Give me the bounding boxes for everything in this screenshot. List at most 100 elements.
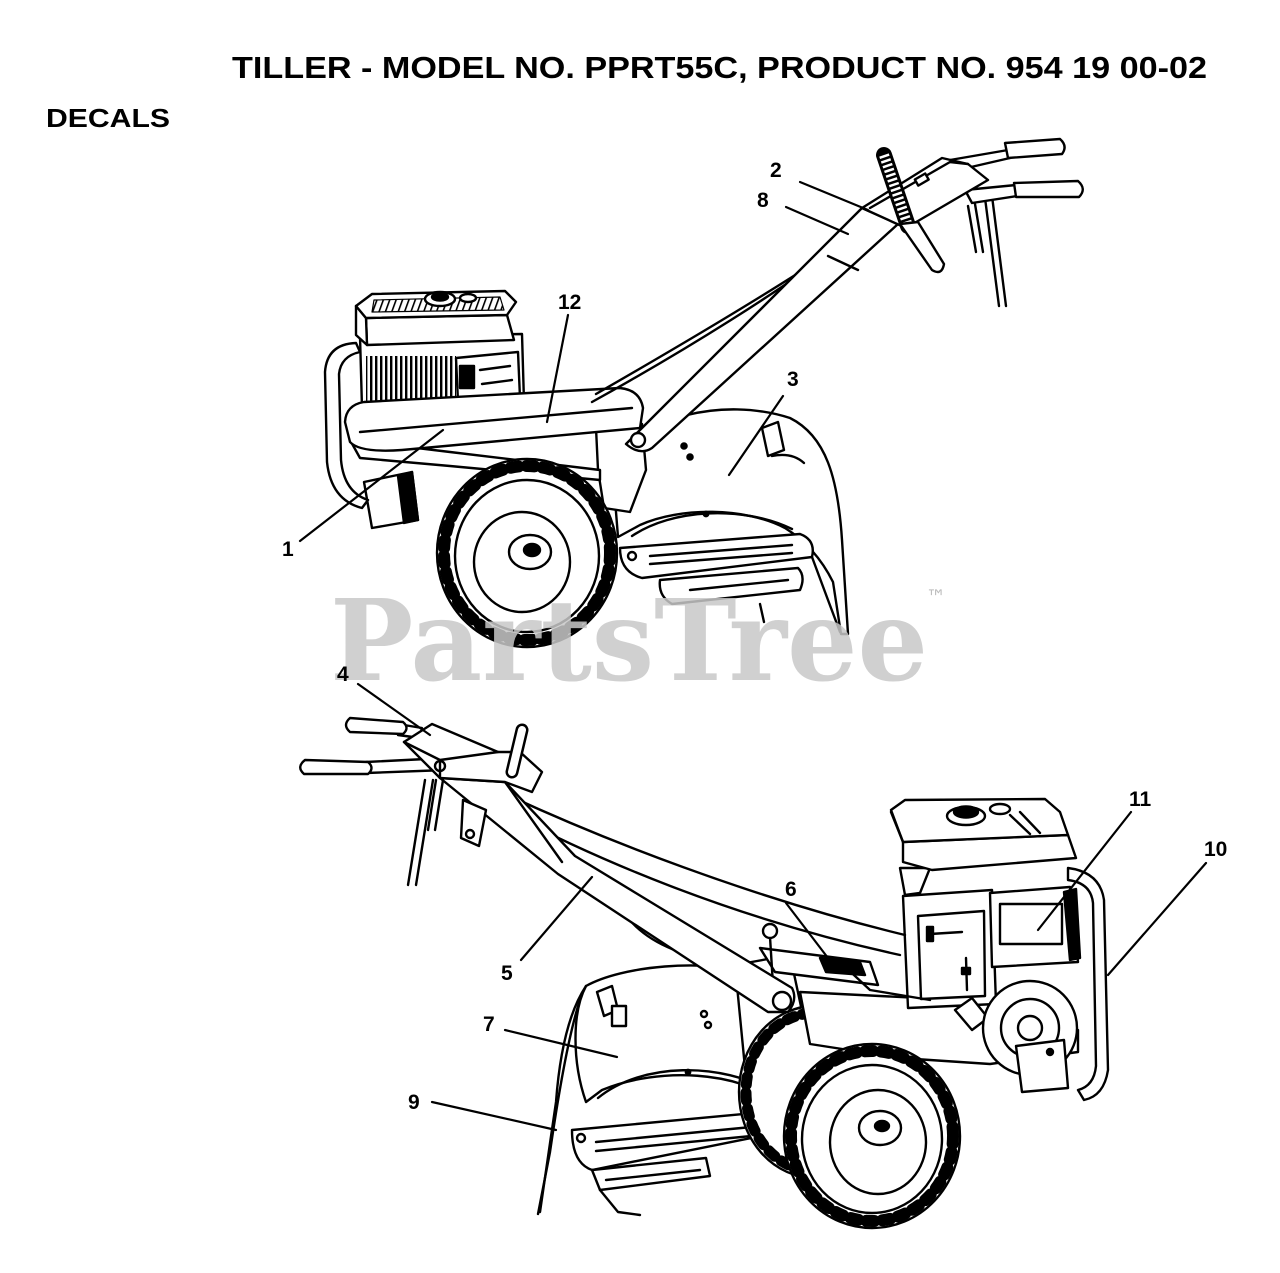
- upper-hood-bolt: [680, 442, 688, 450]
- callout-9: 9: [408, 1091, 420, 1114]
- upper-grip: [1012, 179, 1084, 199]
- upper-tiller: [323, 137, 1084, 649]
- leader-line-2: [798, 180, 870, 212]
- callout-3: 3: [787, 368, 799, 391]
- lower-tank-support: [898, 866, 932, 897]
- leader-line-9: [430, 1100, 558, 1132]
- leader-line-4: [356, 682, 432, 737]
- callout-2: 2: [770, 159, 782, 182]
- lower-wheel-axle: [873, 1119, 891, 1133]
- lower-handle-cable: [478, 780, 907, 937]
- watermark-trademark: ™: [926, 585, 946, 609]
- upper-belt-cover-edge: [358, 406, 634, 434]
- upper-engine-cooling-fins: [366, 356, 456, 402]
- lower-shield-lower-slot: [604, 1168, 702, 1182]
- upper-fuel-cap-top: [430, 292, 450, 302]
- upper-tire-tread: [438, 460, 616, 646]
- lower-console-pivot: [433, 759, 447, 773]
- lower-tiller: [299, 716, 1110, 1230]
- upper-hood-bolt: [686, 453, 694, 461]
- lower-fuel-tank-edge: [889, 810, 1042, 844]
- upper-handle-pivot: [629, 431, 647, 449]
- upper-shield-rivet: [626, 550, 638, 562]
- callout-4: 4: [337, 663, 349, 686]
- leader-line-10: [1106, 861, 1208, 977]
- lower-hood-latch-plate: [610, 1004, 628, 1028]
- leader-line-1: [298, 428, 445, 543]
- lower-handle-tube: [438, 776, 796, 1014]
- callout-10: 10: [1204, 838, 1227, 861]
- upper-hood-flap: [758, 555, 842, 634]
- upper-handle-collar: [826, 254, 860, 272]
- lower-front-wheel: [782, 1042, 962, 1230]
- leader-line-6: [784, 901, 830, 960]
- upper-engine-detail: [478, 364, 514, 386]
- upper-control-rod: [966, 202, 985, 254]
- lower-engine-shroud-edge: [1062, 887, 1082, 962]
- lower-shield-lower-plate: [590, 1156, 712, 1192]
- section-heading: DECALS: [46, 103, 170, 133]
- lower-fuel-cap-top: [952, 805, 980, 819]
- lower-handle-bracket-bolt: [464, 828, 476, 840]
- upper-oil-cap: [458, 292, 478, 304]
- upper-wheel-axle: [522, 542, 542, 558]
- leader-line-5: [519, 875, 594, 962]
- callout-11: 11: [1129, 788, 1152, 811]
- leader-lines: [298, 180, 1208, 1132]
- callout-labels: 1 2 3 4 5 6 7 8 9 10 11 12: [282, 159, 1227, 1114]
- lower-engine-choke-tab: [925, 925, 935, 943]
- leader-line-8: [784, 205, 850, 236]
- lower-tire-tread: [785, 1045, 959, 1227]
- lower-depth-lever-knob: [761, 922, 779, 940]
- lower-hood-edge: [538, 984, 588, 1214]
- upper-handlebar-console: [860, 156, 990, 230]
- upper-engine-valve: [458, 364, 476, 390]
- lower-clutch-linkage: [758, 946, 880, 987]
- upper-control-rod: [983, 194, 1008, 308]
- callout-12: 12: [558, 291, 581, 314]
- lower-front-bumper: [1066, 866, 1110, 1102]
- lower-clutch-cable-guide: [818, 956, 867, 977]
- lower-frame-bracket: [1014, 1038, 1070, 1094]
- watermark-text: PartsTree: [330, 576, 928, 707]
- lower-shield-rivet: [575, 1132, 587, 1144]
- callout-5: 5: [501, 962, 513, 985]
- leader-line-7: [503, 1028, 619, 1059]
- callout-6: 6: [785, 878, 797, 901]
- upper-hood-bolt: [702, 510, 710, 518]
- callout-1: 1: [282, 538, 294, 561]
- callout-7: 7: [483, 1013, 495, 1036]
- leader-line-3: [727, 394, 785, 477]
- lower-shield-slots: [594, 1124, 764, 1153]
- lower-engine-control-panel: [916, 909, 987, 1001]
- upper-hood-latch: [760, 420, 786, 458]
- lower-clutch-rod: [838, 960, 932, 1002]
- upper-tilt-lever-texture: [879, 153, 913, 228]
- upper-shield-lower-slot: [688, 578, 790, 592]
- lower-hood-bolt: [703, 1020, 713, 1030]
- upper-front-bumper: [323, 341, 370, 510]
- diagram-title: TILLER - MODEL NO. PPRT55C, PRODUCT NO. …: [232, 50, 1207, 85]
- leader-line-11: [1036, 810, 1133, 932]
- lower-tilt-lever: [508, 726, 526, 776]
- upper-hood-latch-hook: [770, 453, 806, 465]
- lower-oil-cap: [988, 802, 1012, 816]
- lower-control-rod: [406, 778, 435, 887]
- lower-tine-hood: [574, 964, 792, 1104]
- lower-handle-end-cap: [771, 990, 793, 1012]
- upper-shield-slots: [648, 543, 794, 566]
- lower-recoil-center: [1016, 1014, 1044, 1042]
- leader-line-12: [545, 313, 570, 424]
- lower-hood-flap: [598, 1188, 642, 1217]
- lower-hood-edge: [536, 998, 582, 1216]
- callout-8: 8: [757, 189, 769, 212]
- lower-grip: [344, 716, 408, 736]
- lower-engine-throttle-tab: [960, 966, 972, 976]
- upper-wheel: [435, 457, 619, 649]
- upper-tilt-lever: [898, 220, 946, 274]
- upper-fuel-tank-front: [364, 313, 516, 347]
- lower-control-rod: [426, 778, 445, 832]
- lower-hood-bolt: [699, 1009, 709, 1019]
- upper-grip: [1003, 137, 1066, 160]
